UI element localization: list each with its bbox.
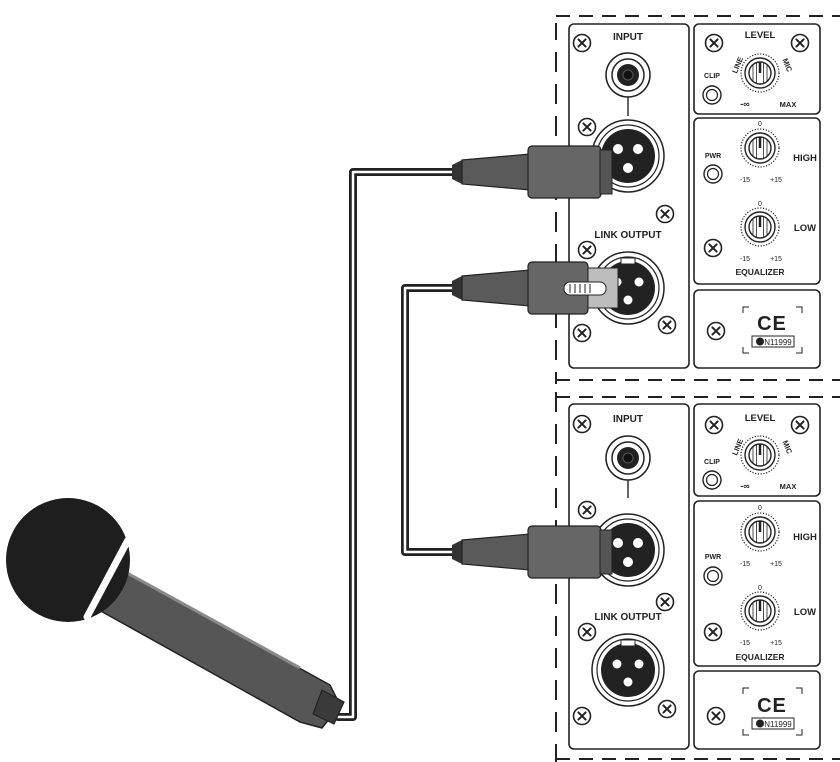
ce-mark-logo: CE [757, 313, 787, 335]
screw-icon [572, 414, 592, 434]
amplifier-unit-2: INPUT LINK OUTPUT LEVEL LINE MIC -∞ MAX … [555, 392, 840, 762]
power-led-icon [703, 566, 723, 586]
screw-icon [655, 592, 675, 612]
high-zero-label: 0 [758, 505, 762, 512]
level-label: LEVEL [745, 30, 776, 41]
low-eq-knob[interactable] [739, 590, 781, 632]
pwr-label: PWR [705, 554, 721, 561]
screw-icon [706, 706, 726, 726]
xlr-plug-icon [452, 145, 613, 199]
screw-icon [577, 117, 597, 137]
screw-icon [704, 33, 724, 53]
screw-icon [790, 33, 810, 53]
high-zero-label: 0 [758, 121, 762, 128]
low-zero-label: 0 [758, 585, 762, 592]
equalizer-label: EQUALIZER [735, 267, 784, 277]
link-output-label: LINK OUTPUT [594, 230, 661, 241]
clip-led-icon [702, 470, 722, 490]
microphone-icon [6, 498, 345, 729]
level-min-label: -∞ [740, 481, 750, 491]
c-tick-icon [756, 337, 764, 346]
power-led-icon [703, 164, 723, 184]
input-label: INPUT [613, 32, 643, 43]
low-eq-knob[interactable] [739, 206, 781, 248]
screw-icon [704, 415, 724, 435]
screw-icon [703, 238, 723, 258]
high-max-label: +15 [770, 561, 782, 568]
input-label: INPUT [613, 414, 643, 425]
low-max-label: +15 [770, 640, 782, 647]
screw-icon [790, 415, 810, 435]
screw-icon [655, 204, 675, 224]
screw-icon [657, 699, 677, 719]
high-label: HIGH [793, 532, 817, 543]
low-label: LOW [794, 223, 816, 234]
screw-icon [577, 240, 597, 260]
c-tick-icon [756, 719, 764, 728]
high-min-label: -15 [740, 561, 750, 568]
cable-link-to-input-2 [401, 284, 459, 556]
low-min-label: -15 [740, 640, 750, 647]
screw-icon [572, 323, 592, 343]
link-output-label: LINK OUTPUT [594, 612, 661, 623]
level-min-label: -∞ [740, 99, 750, 109]
low-max-label: +15 [770, 256, 782, 263]
pwr-label: PWR [705, 153, 721, 160]
input-jack[interactable] [605, 52, 651, 98]
clip-label: CLIP [704, 459, 720, 466]
link-output-xlr-connector[interactable] [591, 633, 665, 707]
low-zero-label: 0 [758, 201, 762, 208]
xlr-plug-icon [452, 261, 619, 315]
level-max-label: MAX [780, 100, 797, 109]
high-label: HIGH [793, 153, 817, 164]
certification-panel [693, 289, 821, 369]
equalizer-label: EQUALIZER [735, 652, 784, 662]
screw-icon [657, 315, 677, 335]
high-eq-knob[interactable] [739, 511, 781, 553]
high-max-label: +15 [770, 177, 782, 184]
equalizer-panel [693, 117, 821, 285]
screw-icon [577, 500, 597, 520]
cables [334, 168, 459, 721]
level-label: LEVEL [745, 413, 776, 424]
compliance-code: N11999 [764, 720, 792, 729]
xlr-plug-icon [452, 525, 613, 579]
cable-mic-to-input-1 [334, 168, 459, 721]
amplifier-unit-1: INPUT LINK OUTPUT LEVEL LINE MIC -∞ MAX … [555, 15, 840, 384]
low-min-label: -15 [740, 256, 750, 263]
screw-icon [572, 706, 592, 726]
high-min-label: -15 [740, 177, 750, 184]
level-knob[interactable] [739, 434, 781, 476]
clip-label: CLIP [704, 73, 720, 80]
screw-icon [706, 321, 726, 341]
low-label: LOW [794, 607, 816, 618]
screw-icon [572, 33, 592, 53]
level-max-label: MAX [780, 482, 797, 491]
level-knob[interactable] [739, 52, 781, 94]
screw-icon [703, 622, 723, 642]
input-jack[interactable] [605, 435, 651, 481]
clip-led-icon [702, 85, 722, 105]
ce-mark-logo: CE [757, 695, 787, 717]
high-eq-knob[interactable] [739, 127, 781, 169]
equalizer-panel [693, 500, 821, 667]
screw-icon [577, 622, 597, 642]
compliance-code: N11999 [764, 338, 792, 347]
